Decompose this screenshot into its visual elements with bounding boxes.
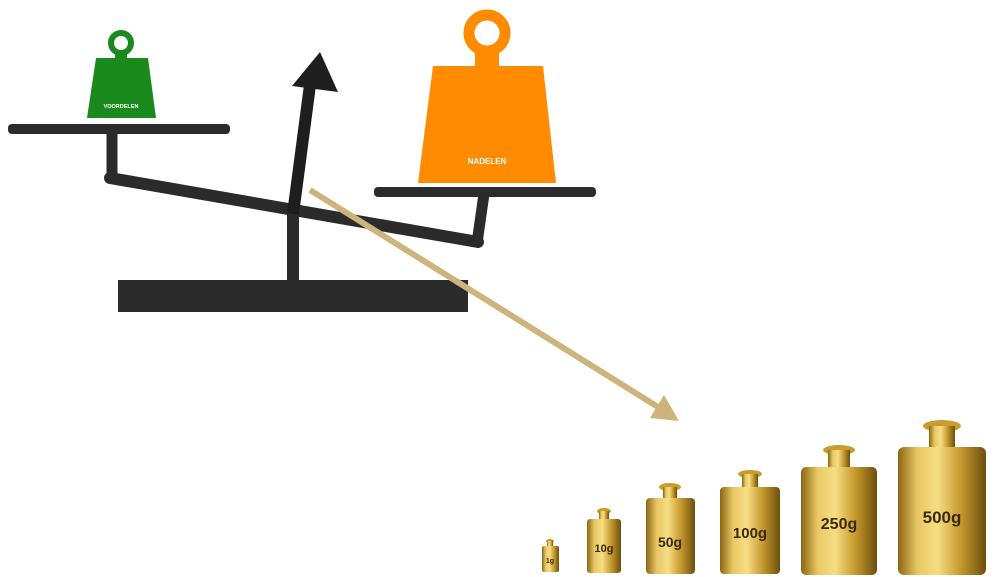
weight-label-100g: 100g (733, 525, 767, 542)
left-pan (8, 124, 230, 134)
nadelen-weight: NADELEN (418, 15, 556, 183)
weight-50g: 50g (646, 483, 695, 574)
tilt-arrow-head (292, 52, 338, 92)
weight-500g: 500g (898, 420, 986, 575)
scale-base (118, 280, 468, 312)
weight-label-500g: 500g (923, 508, 962, 527)
weight-label-50g: 50g (658, 534, 682, 550)
right-pan (374, 187, 596, 197)
weight-label-250g: 250g (821, 516, 857, 533)
brass-weights: 1g 10g 50g 100g 250g (542, 420, 986, 575)
voordelen-weight: VOORDELEN (87, 33, 156, 118)
weight-1g: 1g (542, 539, 559, 572)
nadelen-weight-ring (469, 15, 505, 51)
tilt-arrow-shaft (293, 85, 310, 214)
weight-label-1g: 1g (546, 558, 554, 565)
weight-label-10g: 10g (595, 543, 614, 555)
nadelen-label: NADELEN (468, 157, 507, 166)
voordelen-label: VOORDELEN (104, 104, 139, 110)
right-hanger (477, 194, 484, 243)
weight-100g: 100g (720, 470, 780, 574)
scale-post (287, 212, 299, 282)
weight-10g: 10g (587, 508, 621, 573)
weight-250g: 250g (801, 445, 877, 575)
